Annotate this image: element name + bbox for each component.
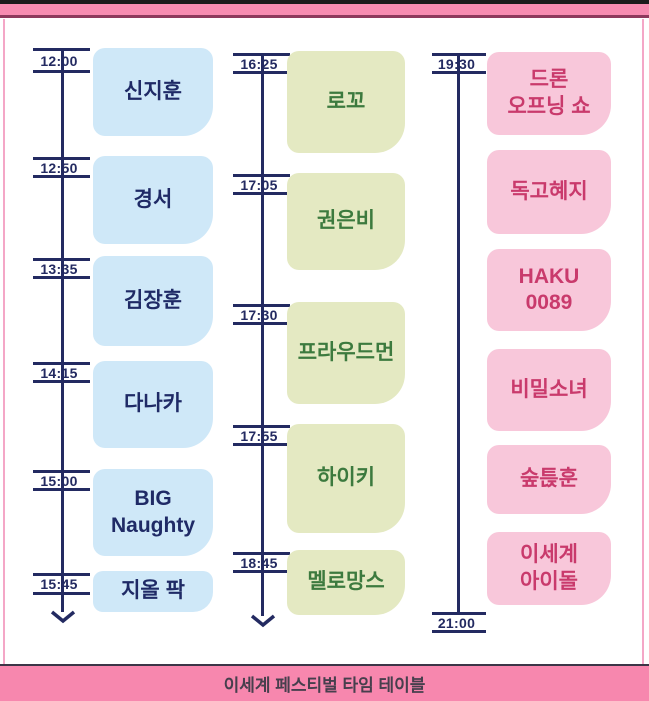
tick-line <box>432 53 486 56</box>
tick-line <box>33 592 90 595</box>
time-label: 19:30 <box>437 55 476 72</box>
artist-box: HAKU 0089 <box>487 249 611 331</box>
top-pink-band <box>0 4 649 18</box>
tick-line <box>432 71 486 74</box>
stage3-timeline-line <box>457 53 460 612</box>
time-label: 18:45 <box>240 554 278 571</box>
time-label: 12:00 <box>40 52 78 69</box>
artist-name: 하이키 <box>317 466 375 490</box>
stage2-time-marker-1705: 17:05 <box>233 174 290 195</box>
tick-line <box>233 443 290 446</box>
tick-line <box>33 573 90 576</box>
stage2-time-marker-1845: 18:45 <box>233 552 290 573</box>
artist-box: 경서 <box>93 156 213 244</box>
tick-line <box>33 258 90 261</box>
artist-name: 경서 <box>133 187 173 211</box>
tick-line <box>33 48 90 51</box>
top-black-strip <box>0 0 649 4</box>
artist-name: 신지훈 <box>124 79 182 103</box>
artist-name: 독고혜지 <box>510 179 588 203</box>
artist-box: 권은비 <box>287 173 405 270</box>
stage2-time-marker-1625: 16:25 <box>233 53 290 74</box>
stage3-time-marker-1930: 19:30 <box>432 53 486 74</box>
time-label: 17:30 <box>240 306 278 323</box>
artist-box: 프라우드먼 <box>287 302 405 404</box>
artist-name: 멜로망스 <box>307 570 385 594</box>
artist-name: 이세계 아이돌 <box>520 543 578 593</box>
artist-name: 지올 팍 <box>121 579 185 603</box>
artist-box: 멜로망스 <box>287 550 405 615</box>
stage1-time-marker-1545: 15:45 <box>33 573 90 595</box>
tick-line <box>33 157 90 160</box>
tick-line <box>432 630 486 633</box>
caption-bar: 이세계 페스티벌 타임 테이블 <box>0 664 649 701</box>
artist-box: 김장훈 <box>93 256 213 346</box>
artist-box: 다나카 <box>93 361 213 448</box>
time-label: 17:05 <box>240 176 278 193</box>
artist-box: 로꼬 <box>287 51 405 153</box>
artist-name: 다나카 <box>124 392 182 416</box>
stage1-time-marker-1250: 12:50 <box>33 157 90 178</box>
tick-line <box>233 174 290 177</box>
tick-line <box>33 175 90 178</box>
artist-box: 하이키 <box>287 424 405 533</box>
time-label: 15:00 <box>40 472 78 489</box>
stage3-time-marker-2100: 21:00 <box>432 612 486 633</box>
tick-line <box>432 612 486 615</box>
tick-line <box>233 425 290 428</box>
stage2-time-marker-1755: 17:55 <box>233 425 290 446</box>
stage2-time-marker-1730: 17:30 <box>233 304 290 325</box>
artist-name: 비밀소녀 <box>510 377 588 401</box>
stage2-timeline-line <box>261 53 264 616</box>
stage1-time-marker-1335: 13:35 <box>33 258 90 279</box>
tick-line <box>233 71 290 74</box>
tick-line <box>33 380 90 383</box>
artist-box: 비밀소녀 <box>487 349 611 431</box>
tick-line <box>233 552 290 555</box>
tick-line <box>233 304 290 307</box>
tick-line <box>233 570 290 573</box>
artist-name: BIG Naughty <box>111 487 195 537</box>
artist-box: 신지훈 <box>93 48 213 136</box>
artist-box: 숲튽훈 <box>487 445 611 514</box>
time-label: 21:00 <box>437 614 476 631</box>
time-label: 16:25 <box>240 55 278 72</box>
stage2-down-arrow-icon <box>250 614 276 628</box>
artist-box: BIG Naughty <box>93 469 213 556</box>
stage1-timeline-line <box>61 48 64 612</box>
artist-box: 드론 오프닝 쇼 <box>487 52 611 135</box>
tick-line <box>33 276 90 279</box>
tick-line <box>33 470 90 473</box>
tick-line <box>233 192 290 195</box>
time-label: 15:45 <box>40 576 78 592</box>
artist-name: 드론 오프닝 쇼 <box>507 68 591 118</box>
right-frame-border <box>642 19 644 664</box>
tick-line <box>33 70 90 73</box>
artist-name: 로꼬 <box>326 89 366 113</box>
stage1-time-marker-1200: 12:00 <box>33 48 90 73</box>
caption-text: 이세계 페스티벌 타임 테이블 <box>223 676 426 695</box>
time-label: 13:35 <box>40 260 78 277</box>
artist-name: 숲튽훈 <box>520 467 578 491</box>
artist-box: 지올 팍 <box>93 571 213 612</box>
time-label: 17:55 <box>240 427 278 444</box>
tick-line <box>33 362 90 365</box>
artist-name: 김장훈 <box>124 288 182 312</box>
stage1-time-marker-1415: 14:15 <box>33 362 90 383</box>
stage1-time-marker-1500: 15:00 <box>33 470 90 491</box>
tick-line <box>33 488 90 491</box>
artist-box: 독고혜지 <box>487 150 611 234</box>
time-label: 14:15 <box>40 364 78 381</box>
artist-name: HAKU 0089 <box>518 264 580 314</box>
left-frame-border <box>3 19 5 664</box>
artist-box: 이세계 아이돌 <box>487 532 611 605</box>
tick-line <box>233 322 290 325</box>
tick-line <box>233 53 290 56</box>
stage1-down-arrow-icon <box>50 610 76 624</box>
time-label: 12:50 <box>40 159 78 176</box>
artist-name: 프라우드먼 <box>297 340 395 364</box>
artist-name: 권은비 <box>317 209 375 233</box>
